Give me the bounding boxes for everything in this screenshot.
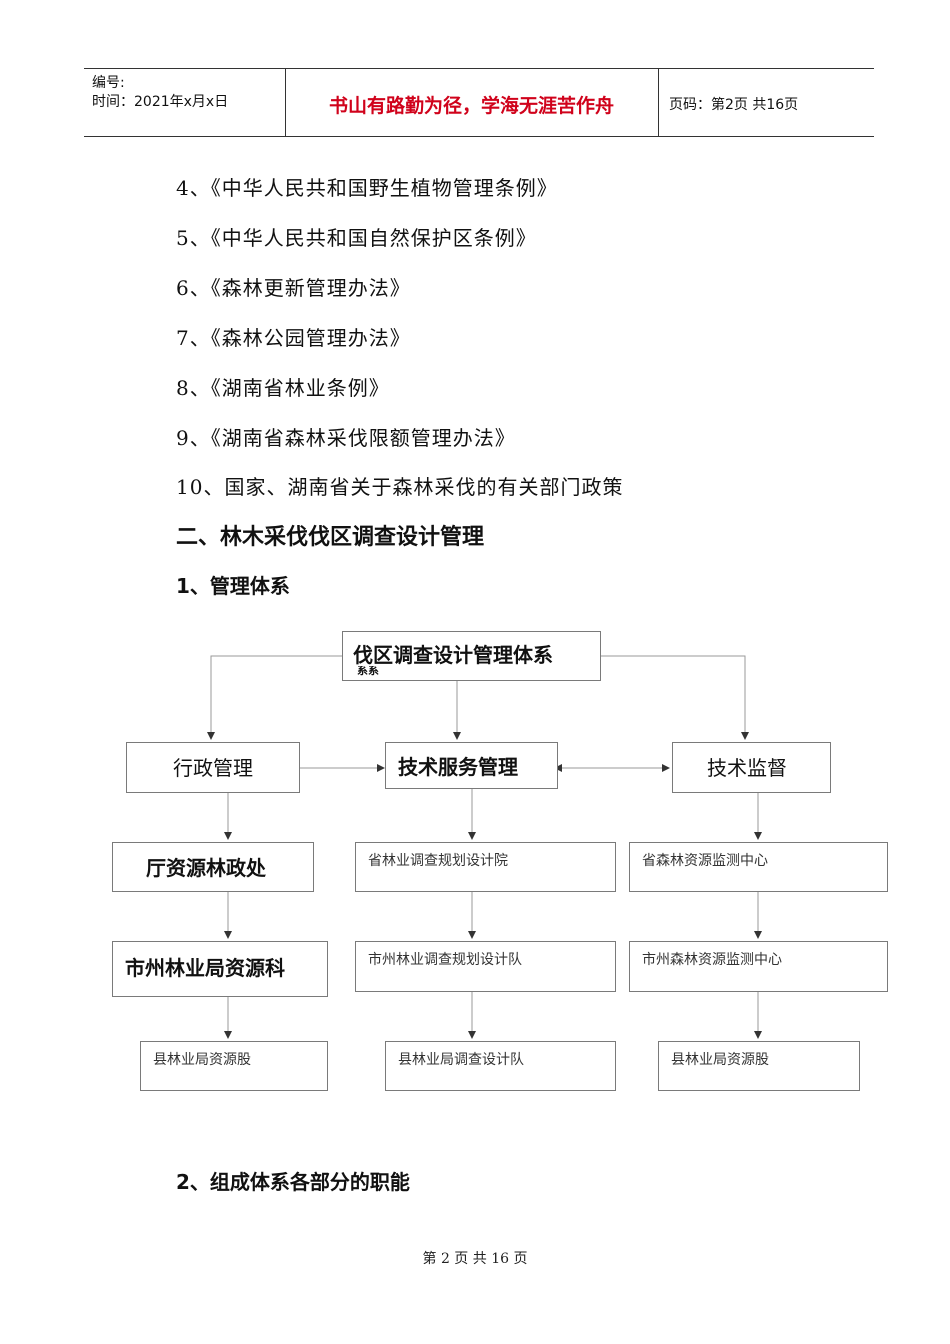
node-county-survey-team: 县林业局调查设计队	[385, 1041, 616, 1091]
law-item: 5、《中华人民共和国自然保护区条例》	[176, 226, 537, 250]
motto: 书山有路勤为径，学海无涯苦作舟	[328, 95, 614, 117]
connector-arrow	[207, 655, 342, 740]
node-label: 技术监督	[707, 756, 787, 780]
node-provincial-institute: 省林业调查规划设计院	[355, 842, 616, 892]
root-node-label: 伐区调查设计管理体系	[353, 643, 553, 667]
node-city-resource-section: 市州林业局资源科	[112, 941, 328, 997]
node-admin: 行政管理	[126, 742, 300, 793]
page-footer: 第 2 页 共 16 页	[422, 1251, 528, 1267]
law-item: 7、《森林公园管理办法》	[176, 326, 411, 350]
law-item: 8、《湖南省林业条例》	[176, 376, 390, 400]
node-label: 县林业局资源股	[671, 1052, 769, 1068]
node-dept-forestry-office: 厅资源林政处	[112, 842, 314, 892]
root-node-overflow: 系系	[357, 666, 379, 676]
root-node: 伐区调查设计管理体系 系系	[342, 631, 601, 681]
node-city-survey-team: 市州林业调查规划设计队	[355, 941, 616, 992]
subsection-title: 2、组成体系各部分的职能	[176, 1170, 410, 1194]
header-page-cell: 页码：第2页 共16页	[659, 69, 874, 136]
node-label: 县林业局调查设计队	[398, 1052, 524, 1068]
law-item: 9、《湖南省森林采伐限额管理办法》	[176, 426, 516, 450]
node-label: 技术服务管理	[398, 755, 518, 779]
header-meta-cell: 编号: 时间：2021年x月x日	[84, 69, 286, 136]
node-label: 省林业调查规划设计院	[368, 853, 508, 869]
subsection-title: 1、管理体系	[176, 574, 290, 598]
node-label: 县林业局资源股	[153, 1052, 251, 1068]
page-code: 页码：第2页 共16页	[669, 97, 799, 113]
law-item: 6、《森林更新管理办法》	[176, 276, 411, 300]
node-county-resource-unit: 县林业局资源股	[140, 1041, 328, 1091]
time-label: 时间：2021年x月x日	[92, 94, 229, 110]
law-item: 10、国家、湖南省关于森林采伐的有关部门政策	[176, 475, 624, 499]
number-label: 编号:	[92, 75, 125, 91]
node-provincial-monitoring: 省森林资源监测中心	[629, 842, 888, 892]
page-header: 编号: 时间：2021年x月x日 书山有路勤为径，学海无涯苦作舟 页码：第2页 …	[84, 68, 874, 137]
node-label: 市州森林资源监测中心	[642, 952, 782, 968]
node-label: 厅资源林政处	[146, 856, 266, 880]
node-label: 市州林业局资源科	[125, 956, 285, 980]
node-city-monitoring: 市州森林资源监测中心	[629, 941, 888, 992]
section-title: 二、林木采伐伐区调查设计管理	[176, 525, 485, 550]
header-motto-cell: 书山有路勤为径，学海无涯苦作舟	[285, 69, 659, 136]
node-tech-service: 技术服务管理	[385, 742, 558, 789]
node-label: 市州林业调查规划设计队	[368, 952, 522, 968]
node-label: 省森林资源监测中心	[642, 853, 768, 869]
law-item: 4、《中华人民共和国野生植物管理条例》	[176, 176, 558, 200]
connector-arrow	[600, 655, 749, 740]
node-tech-supervision: 技术监督	[672, 742, 831, 793]
node-label: 行政管理	[173, 756, 253, 780]
node-county-resource-unit-2: 县林业局资源股	[658, 1041, 860, 1091]
